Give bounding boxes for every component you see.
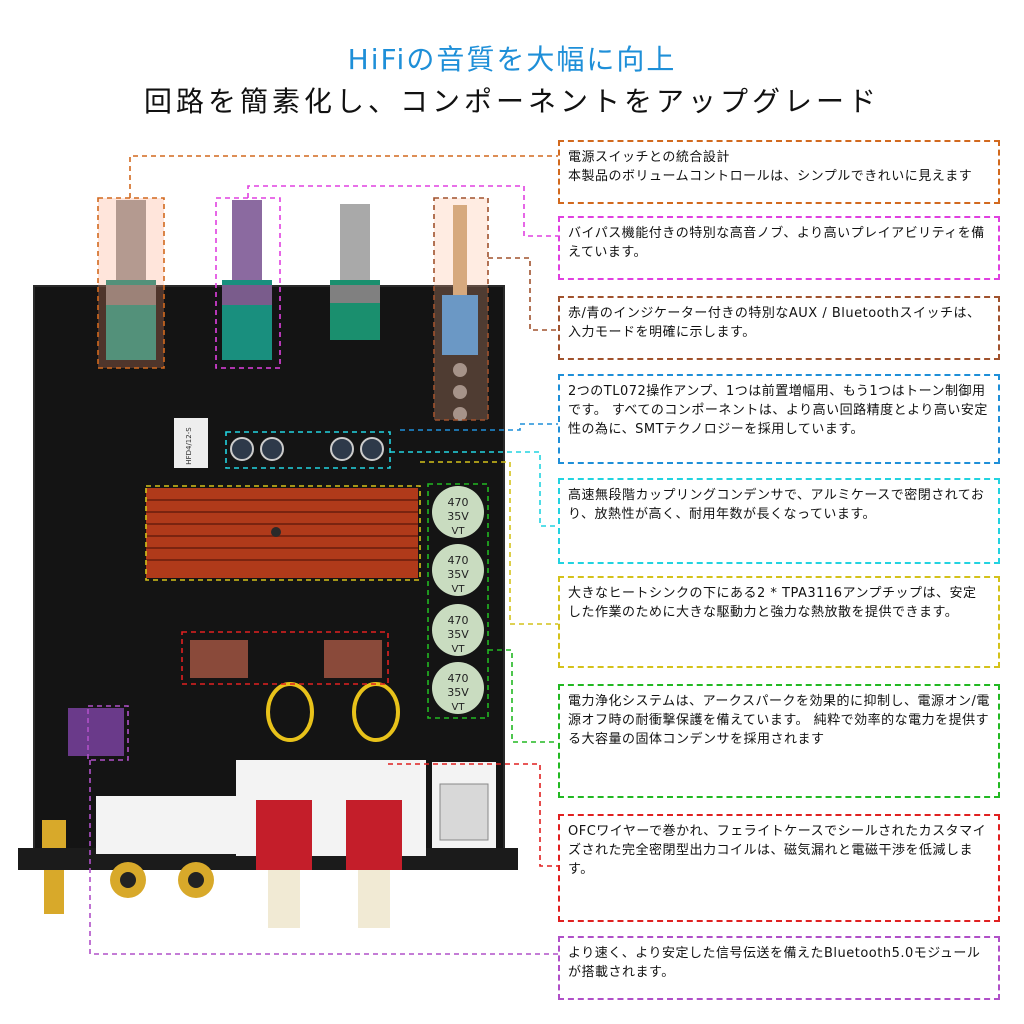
cap-label-voltage: 35V <box>447 510 469 523</box>
treble-knob <box>222 200 272 360</box>
callout-text: 赤/青のインジケーター付きの特別なAUX / Bluetoothスイッチは、入力… <box>568 306 981 340</box>
callout-coupling-caps: 高速無段階カップリングコンデンサで、アルミケースで密閉されており、放熱性が高く、… <box>558 478 1000 564</box>
page-title: HiFiの音質を大幅に向上 <box>347 43 677 76</box>
callout-aux-switch: 赤/青のインジケーター付きの特別なAUX / Bluetoothスイッチは、入力… <box>558 296 1000 360</box>
volume-knob <box>106 200 156 360</box>
callout-text: 大きなヒートシンクの下にある2 * TPA3116アンプチップは、安定した作業の… <box>568 586 977 620</box>
callout-power-switch: 電源スイッチとの統合設計 本製品のボリュームコントロールは、シンプルできれいに見… <box>558 140 1000 204</box>
cap-label-value: 470 <box>448 614 469 627</box>
callout-output-coils: OFCワイヤーで巻かれ、フェライトケースでシールされたカスタマイズされた完全密閉… <box>558 814 1000 922</box>
callout-text: 本製品のボリュームコントロールは、シンプルできれいに見えます <box>568 169 973 184</box>
antenna-connector <box>42 820 66 914</box>
cap-label-series: VT <box>452 526 466 537</box>
relay-label: HFD4/12-S <box>185 427 193 465</box>
dc-jack <box>439 783 489 841</box>
cap-label-series: VT <box>452 644 466 655</box>
cap-label-voltage: 35V <box>447 686 469 699</box>
highlight-boxes <box>87 197 489 761</box>
cap-label-value: 470 <box>448 554 469 567</box>
callout-text: OFCワイヤーで巻かれ、フェライトケースでシールされたカスタマイズされた完全密閉… <box>568 824 987 877</box>
callout-text: 電力浄化システムは、アークスパークを効果的に抑制し、電源オン/電源オフ時の耐衝撃… <box>568 694 990 747</box>
rca-jacks <box>110 862 214 898</box>
heatsink <box>146 488 418 578</box>
callout-power-purification: 電力浄化システムは、アークスパークを効果的に抑制し、電源オン/電源オフ時の耐衝撃… <box>558 684 1000 798</box>
callout-text: 2つのTL072操作アンプ、1つは前置増幅用、もう1つはトーン制御用です。 すべ… <box>568 384 988 437</box>
callout-treble-knob: バイパス機能付きの特別な高音ノブ、より高いプレイアビリティを備えています。 <box>558 216 1000 280</box>
input-cutout <box>96 796 236 854</box>
cap-label-voltage: 35V <box>447 628 469 641</box>
callout-lines <box>89 155 558 955</box>
cap-label-voltage: 35V <box>447 568 469 581</box>
bluetooth-module <box>68 708 124 756</box>
callout-text: 電源スイッチとの統合設計 <box>568 150 730 165</box>
callout-bluetooth: より速く、より安定した信号伝送を備えたBluetooth5.0モジュールが搭載さ… <box>558 936 1000 1000</box>
bass-knob <box>330 204 380 340</box>
relay: HFD4/12-S <box>174 418 208 468</box>
callout-text: 高速無段階カップリングコンデンサで、アルミケースで密閉されており、放熱性が高く、… <box>568 488 985 522</box>
solid-capacitors: 470 35V VT 470 35V VT 470 35V VT 470 35V… <box>432 486 484 714</box>
callout-amp-chips: 大きなヒートシンクの下にある2 * TPA3116アンプチップは、安定した作業の… <box>558 576 1000 668</box>
cap-label-series: VT <box>452 584 466 595</box>
cap-label-value: 470 <box>448 672 469 685</box>
output-coils <box>190 640 382 678</box>
speaker-terminals <box>256 800 402 928</box>
callout-text: バイパス機能付きの特別な高音ノブ、より高いプレイアビリティを備えています。 <box>568 226 985 260</box>
coupling-capacitors <box>230 437 384 461</box>
cap-label-value: 470 <box>448 496 469 509</box>
cap-label-series: VT <box>452 702 466 713</box>
aux-bt-toggle-switch <box>442 205 478 421</box>
page-subtitle: 回路を簡素化し、コンポーネントをアップグレード <box>143 85 880 118</box>
callout-text: より速く、より安定した信号伝送を備えたBluetooth5.0モジュールが搭載さ… <box>568 946 981 980</box>
callout-op-amps: 2つのTL072操作アンプ、1つは前置増幅用、もう1つはトーン制御用です。 すべ… <box>558 374 1000 464</box>
